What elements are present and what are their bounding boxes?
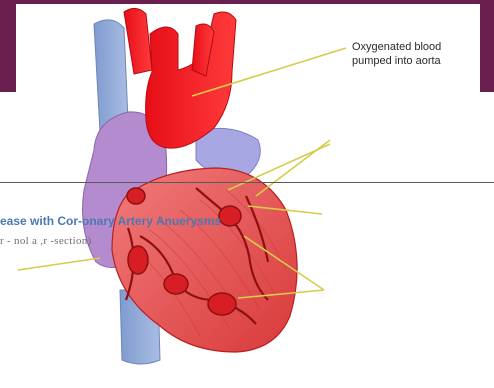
label-line-2: pumped into aorta <box>352 54 492 68</box>
aorta-branch-left <box>124 8 152 74</box>
label-oxygenated-blood: Oxygenated blood pumped into aorta <box>352 40 492 68</box>
horizontal-divider <box>0 182 494 183</box>
aorta <box>146 12 236 148</box>
caption-title: ease with Cor-onary Artery Anuerysms <box>0 214 221 228</box>
label-line-1: Oxygenated blood <box>352 40 492 54</box>
caption-subtitle: r - nol a ,r -section) <box>0 235 92 247</box>
